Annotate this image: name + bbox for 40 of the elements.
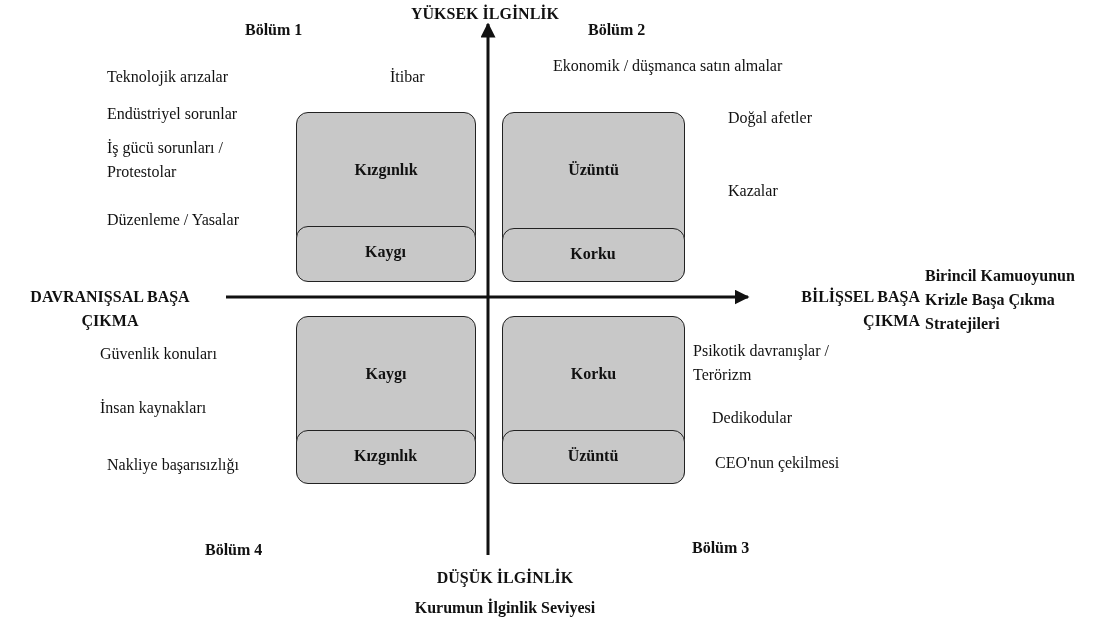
axis-label: BİLİŞSEL BAŞA ÇIKMA	[800, 286, 920, 332]
crisis-type-label: Endüstriyel sorunlar	[107, 104, 239, 125]
emotion-sub-box	[295, 430, 476, 484]
emotion-box	[502, 112, 685, 281]
emotion-label: Kaygı	[364, 365, 408, 383]
crisis-type-label: CEO'nun çekilmesi	[715, 453, 841, 474]
emotion-sub-box	[501, 430, 685, 484]
emotion-label: Kızgınlık	[352, 447, 419, 465]
crisis-type-label: Psikotik davranışlar / Terörizm	[693, 341, 830, 385]
emotion-label: Üzüntü	[567, 161, 620, 179]
crisis-type-label: Nakliye başarısızlığı	[107, 455, 240, 476]
emotion-box	[296, 316, 476, 483]
emotion-box	[502, 316, 685, 483]
axis-label: Kurumun İlginlik Seviyesi	[413, 597, 597, 619]
axis-label: Bölüm 2	[588, 20, 647, 40]
emotion-label: Korku	[569, 245, 617, 263]
emotion-sub-box	[501, 228, 685, 282]
axis-label: YÜKSEK İLGİNLİK	[409, 3, 560, 24]
crisis-type-label: Doğal afetler	[728, 108, 813, 129]
crisis-type-label: İtibar	[390, 67, 426, 87]
axis-label: DAVRANIŞSAL BAŞA ÇIKMA	[29, 287, 191, 332]
crisis-type-label: İnsan kaynakları	[100, 398, 208, 419]
crisis-type-label: Ekonomik / düşmanca satın almalar	[553, 56, 784, 77]
axis-label: DÜŞÜK İLGİNLİK	[435, 567, 575, 589]
crisis-type-label: Düzenleme / Yasalar	[107, 210, 240, 230]
crisis-type-label: İş gücü sorunları / Protestolar	[107, 138, 224, 182]
axis-label: Bölüm 4	[205, 540, 264, 560]
emotion-label: Korku	[569, 365, 618, 383]
emotion-box	[296, 112, 476, 281]
emotion-label: Kızgınlık	[353, 161, 419, 179]
emotion-sub-box	[295, 226, 476, 282]
crisis-type-label: Kazalar	[728, 181, 779, 201]
emotion-label: Kaygı	[364, 243, 407, 261]
crisis-type-label: Güvenlik konuları	[100, 344, 218, 364]
emotion-label: Üzüntü	[566, 447, 620, 465]
crisis-type-label: Teknolojik arızalar	[107, 67, 230, 88]
axis-label: Bölüm 1	[245, 20, 304, 40]
axis-label: Birincil Kamuoyunun Krizle Başa Çıkma Stratejileri	[925, 266, 1076, 335]
axis-label: Bölüm 3	[692, 538, 751, 558]
crisis-type-label: Dedikodular	[712, 408, 793, 428]
